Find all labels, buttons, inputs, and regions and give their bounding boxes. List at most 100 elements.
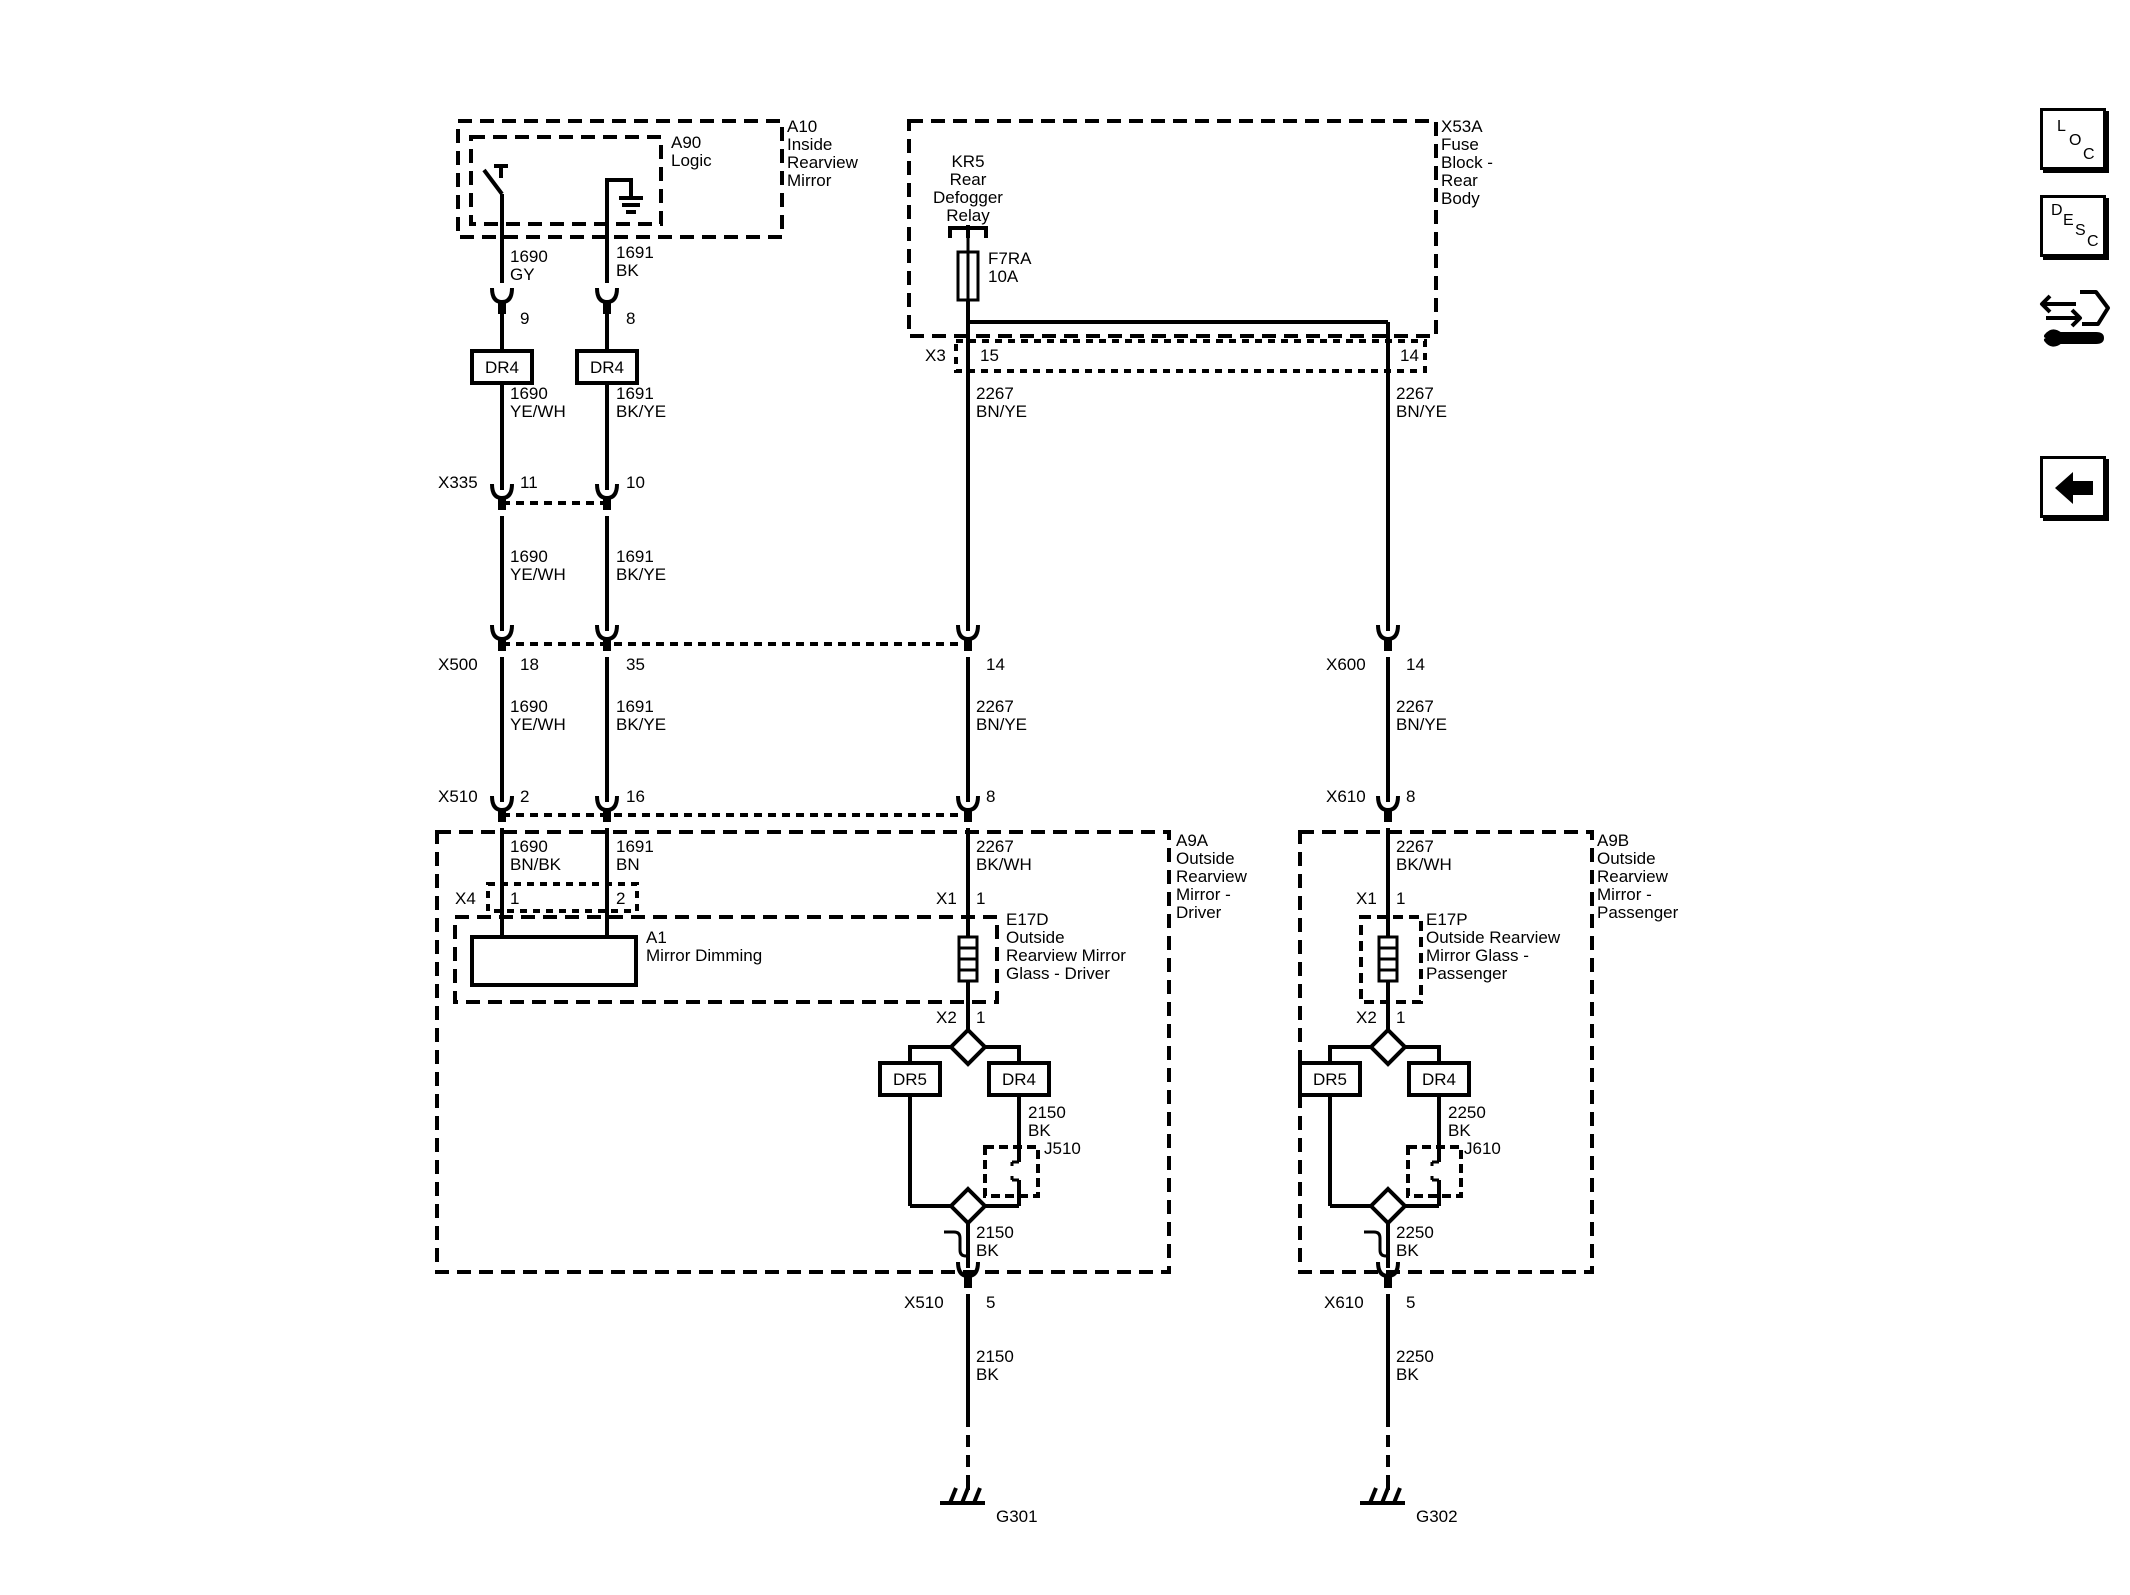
j610-label: J610 xyxy=(1464,1139,1501,1158)
e17d-label-3: Glass - Driver xyxy=(1006,964,1110,983)
a9b-label-1: Outside xyxy=(1597,849,1656,868)
fork-x510-16-pin xyxy=(603,810,611,822)
a9b-label-4: Passenger xyxy=(1597,903,1679,922)
wire-1690-bnbk-1: BN/BK xyxy=(510,855,562,874)
x610-pin-5: 5 xyxy=(1406,1293,1415,1312)
f7ra-label-0: F7RA xyxy=(988,249,1032,268)
g302-ground-icon xyxy=(1360,1485,1405,1505)
kr5-label-3: Relay xyxy=(946,206,990,225)
a9b-box xyxy=(1298,830,1594,1274)
x500-pin-14: 14 xyxy=(986,655,1005,674)
desc-letter-e: E xyxy=(2063,212,2074,229)
e17d-label-2: Rearview Mirror xyxy=(1006,946,1126,965)
wire-1690-yewh-b1: YE/WH xyxy=(510,565,566,584)
connector-wrench-icon[interactable] xyxy=(2036,278,2114,356)
driver-heater-network xyxy=(908,1027,1021,1485)
loc-letter-l: L xyxy=(2057,118,2066,135)
wire-2267-bnye-b1: BN/YE xyxy=(1396,402,1447,421)
j510-label: J510 xyxy=(1044,1139,1081,1158)
wire-2267-bkwh-b1: BK/WH xyxy=(1396,855,1452,874)
kr5-relay-icon xyxy=(948,226,988,238)
wire-2250-bk-c0: 2250 xyxy=(1396,1347,1434,1366)
e17p-label-2: Mirror Glass - xyxy=(1426,946,1529,965)
driver-ground-bracket-icon xyxy=(944,1230,967,1258)
x1-pass-label: X1 xyxy=(1356,889,1377,908)
fork-x500-18-pin xyxy=(498,639,506,651)
x335-label: X335 xyxy=(438,473,478,492)
a90-switch-icon xyxy=(482,164,508,206)
fork-8-pin xyxy=(603,302,611,314)
wire-1690-yewh-a0: 1690 xyxy=(510,384,548,403)
j510-box xyxy=(983,1145,1040,1198)
fork-9-pin xyxy=(498,302,506,314)
x610-lower-label: X610 xyxy=(1324,1293,1364,1312)
desc-letter-c: C xyxy=(2087,233,2099,250)
x500-pin-35: 35 xyxy=(626,655,645,674)
f7ra-label-1: 10A xyxy=(988,267,1019,286)
a90-label-0: A90 xyxy=(671,133,701,152)
wire-2250-bk-b1: BK xyxy=(1396,1241,1419,1260)
dr5-box-passenger xyxy=(1298,1061,1362,1097)
wire-1691-bk-0: 1691 xyxy=(616,243,654,262)
kr5-label-0: KR5 xyxy=(951,152,984,171)
wire-1691-bkye-c1: BK/YE xyxy=(616,715,666,734)
wire-2267-bkwh-b0: 2267 xyxy=(1396,837,1434,856)
dr4-box-driver-label: DR4 xyxy=(1002,1070,1036,1089)
wire-2250-bk-a0: 2250 xyxy=(1448,1103,1486,1122)
x610-label: X610 xyxy=(1326,787,1366,806)
a9b-label-0: A9B xyxy=(1597,831,1629,850)
loc-button[interactable]: L O C xyxy=(2040,108,2106,170)
a10-label-2: Rearview xyxy=(787,153,859,172)
e17d-label-0: E17D xyxy=(1006,910,1049,929)
x510-pin-2: 2 xyxy=(520,787,529,806)
x510-lower-label: X510 xyxy=(904,1293,944,1312)
wire-1691-bk-1: BK xyxy=(616,261,639,280)
a1-label-0: A1 xyxy=(646,928,667,947)
fork-x610-5-pin xyxy=(1384,1276,1392,1288)
j610-box xyxy=(1406,1145,1463,1198)
wire-2267-bnye-c1: BN/YE xyxy=(976,715,1027,734)
a9a-label-1: Outside xyxy=(1176,849,1235,868)
pin-8-top: 8 xyxy=(626,309,635,328)
e17d-box xyxy=(453,915,999,1004)
wire-2150-bk-b1: BK xyxy=(976,1241,999,1260)
a10-label-0: A10 xyxy=(787,117,817,136)
x500-pin-18: 18 xyxy=(520,655,539,674)
x4-pin-2: 2 xyxy=(616,889,625,908)
desc-button[interactable]: D E S C xyxy=(2040,195,2106,257)
wire-2150-bk-b0: 2150 xyxy=(976,1223,1014,1242)
x53a-label-1: Fuse xyxy=(1441,135,1479,154)
wire-1690-yewh-b0: 1690 xyxy=(510,547,548,566)
a9a-box xyxy=(435,830,1171,1274)
dr4-box-passenger-label: DR4 xyxy=(1422,1070,1456,1089)
wire-1690-gy-0: 1690 xyxy=(510,247,548,266)
x610-pin-8: 8 xyxy=(1406,787,1415,806)
wire-2267-bnye-a1: BN/YE xyxy=(976,402,1027,421)
e17p-label-0: E17P xyxy=(1426,910,1468,929)
a9a-label-3: Mirror - xyxy=(1176,885,1231,904)
dr4-box-1690 xyxy=(470,349,534,385)
x2-pass-pin: 1 xyxy=(1396,1008,1405,1027)
back-button[interactable] xyxy=(2040,456,2106,518)
fork-x500-35-pin xyxy=(603,639,611,651)
a90-box xyxy=(469,135,663,226)
fork-x510-2-pin xyxy=(498,810,506,822)
kr5-label-1: Rear xyxy=(950,170,987,189)
a9b-label-2: Rearview xyxy=(1597,867,1669,886)
wire-2267-bnye-a0: 2267 xyxy=(976,384,1014,403)
wire-2267-bnye-b0: 2267 xyxy=(1396,384,1434,403)
dr5-box-driver-label: DR5 xyxy=(893,1070,927,1089)
fork-x335-11-pin xyxy=(498,498,506,510)
wire-1691-bkye-c0: 1691 xyxy=(616,697,654,716)
x4-label: X4 xyxy=(455,889,476,908)
dr4-box-1691-label: DR4 xyxy=(590,358,624,377)
x1-driver-label: X1 xyxy=(936,889,957,908)
wire-2150-bk-c0: 2150 xyxy=(976,1347,1014,1366)
wire-2150-bk-c1: BK xyxy=(976,1365,999,1384)
g301-ground-icon xyxy=(940,1485,985,1505)
wire-2150-bk-a1: BK xyxy=(1028,1121,1051,1140)
wire-1691-bn-1: BN xyxy=(616,855,640,874)
x1-pass-pin: 1 xyxy=(1396,889,1405,908)
x3-label: X3 xyxy=(925,346,946,365)
wire-2267-passenger xyxy=(968,320,1390,1030)
